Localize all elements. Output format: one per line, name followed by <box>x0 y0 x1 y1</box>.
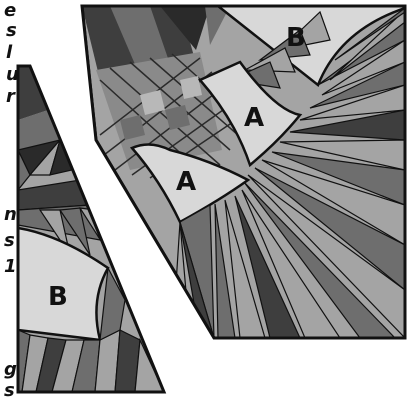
cut-text-line: s <box>4 230 15 251</box>
patch-label-a-upper: A <box>244 103 264 133</box>
cut-text-line: 1 <box>4 256 17 277</box>
cut-text-line: s <box>6 20 17 41</box>
cut-text-line: s <box>4 380 15 398</box>
cut-text-line: l <box>6 42 13 63</box>
patch-label-a-lower: A <box>176 167 196 197</box>
large-quilt-piece: B A A <box>80 4 407 340</box>
cut-text-line: r <box>6 86 16 107</box>
spike-fan-bottom <box>174 203 215 338</box>
patch-label-b-large: B <box>286 23 306 53</box>
cut-text-line: e <box>4 0 16 21</box>
cut-text-line: n <box>4 204 17 225</box>
cut-text-line: u <box>6 64 19 85</box>
diamond-grid <box>96 52 241 181</box>
cut-text-fragments: e s l u r n s 1 g s <box>4 0 19 398</box>
spike-fan-top <box>214 6 405 338</box>
patch-label-b-small: B <box>48 282 68 312</box>
cut-text-line: g <box>4 359 17 380</box>
